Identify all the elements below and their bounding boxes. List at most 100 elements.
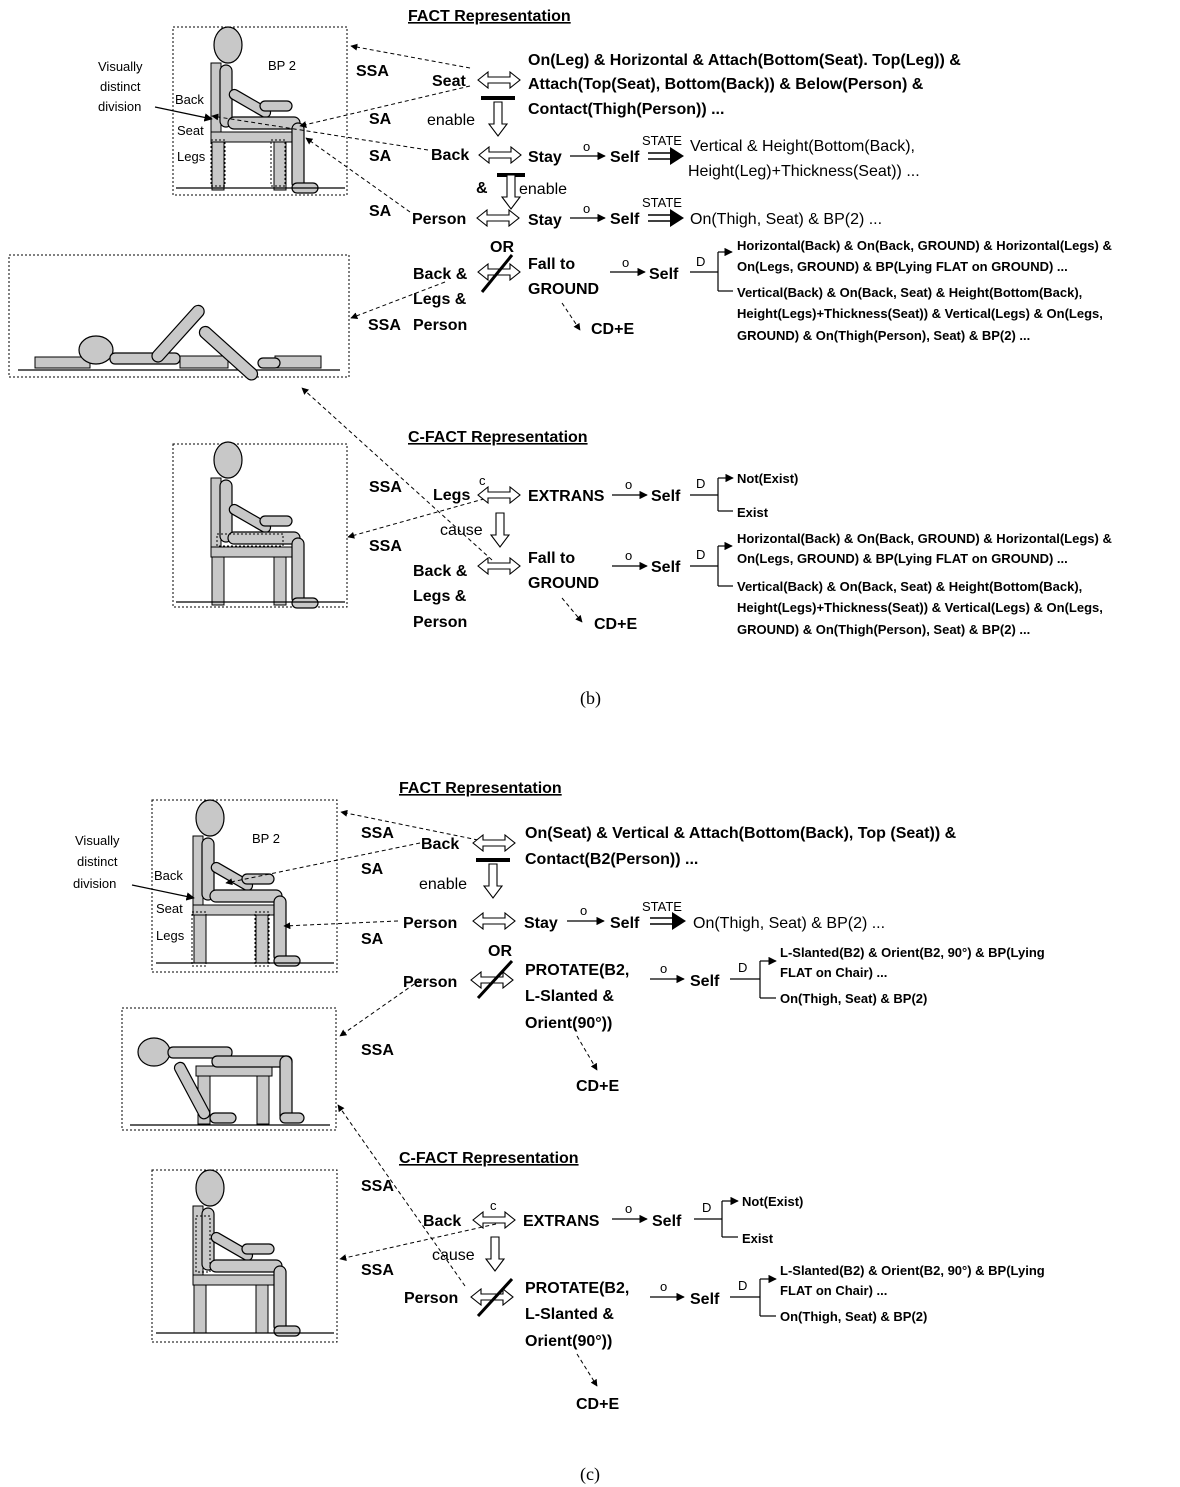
b-state-2: STATE bbox=[642, 195, 682, 210]
c-fact-back: Back bbox=[421, 836, 459, 853]
b-cfact-extrans: EXTRANS bbox=[528, 488, 605, 505]
c-c: c bbox=[490, 1198, 497, 1213]
b-c: c bbox=[479, 473, 486, 488]
b-cde-2: CD+E bbox=[594, 616, 637, 633]
b-ssa-3: SSA bbox=[369, 479, 402, 496]
b-sa-2: SA bbox=[369, 148, 392, 165]
c-ssa-1: SSA bbox=[361, 825, 394, 842]
c-fact-outcome1-1: L-Slanted(B2) & Orient(B2, 90°) & BP(Lyi… bbox=[780, 945, 1045, 960]
c-cause: cause bbox=[432, 1247, 475, 1264]
b-fact-fall-2: GROUND bbox=[528, 281, 599, 298]
b-fact-stay-2: Stay bbox=[528, 212, 562, 229]
b-ssa-2: SSA bbox=[368, 317, 401, 334]
c-fact-person2: Person bbox=[403, 974, 457, 991]
b-ssa-1: SSA bbox=[356, 63, 389, 80]
c-cfact-back: Back bbox=[423, 1213, 461, 1230]
b-fact-outcome2-3: GROUND) & On(Thigh(Person), Seat) & BP(2… bbox=[737, 328, 1030, 343]
c-o-4: o bbox=[660, 1279, 667, 1294]
c-fact-protate-1: PROTATE(B2, bbox=[525, 962, 629, 979]
c-cfact-protate-1: PROTATE(B2, bbox=[525, 1280, 629, 1297]
b-fact-self-1: Self bbox=[610, 149, 640, 166]
b-fact-seat-desc-2: Attach(Top(Seat), Bottom(Back)) & Below(… bbox=[528, 76, 924, 93]
c-fact-self-2: Self bbox=[690, 973, 720, 990]
c-cfact-outcome2: On(Thigh, Seat) & BP(2) bbox=[780, 1309, 927, 1324]
b-fact-seat-desc-1: On(Leg) & Horizontal & Attach(Bottom(Sea… bbox=[528, 52, 961, 69]
c-d-1: D bbox=[738, 960, 747, 975]
b-sa-1: SA bbox=[369, 111, 392, 128]
c-cfact-protate-3: Orient(90°)) bbox=[525, 1333, 612, 1350]
b-or: OR bbox=[490, 239, 514, 256]
c-label-visually: Visually bbox=[75, 833, 120, 848]
c-cfact-outcome1-2: FLAT on Chair) ... bbox=[780, 1283, 887, 1298]
b-fact-seat: Seat bbox=[432, 73, 466, 90]
b-cfact-self-1: Self bbox=[651, 488, 681, 505]
c-fact-protate-2: L-Slanted & bbox=[525, 988, 614, 1005]
c-label-seat: Seat bbox=[156, 901, 183, 916]
b-cfact-outcome2-3: GROUND) & On(Thigh(Person), Seat) & BP(2… bbox=[737, 622, 1030, 637]
b-label-legs: Legs bbox=[177, 149, 206, 164]
b-label-back: Back bbox=[175, 92, 204, 107]
caption-c: (c) bbox=[580, 1464, 600, 1485]
b-fig-sitting bbox=[211, 27, 318, 193]
b-label-visually: Visually bbox=[98, 59, 143, 74]
b-cfact-fall-2: GROUND bbox=[528, 575, 599, 592]
b-fact-person-state: On(Thigh, Seat) & BP(2) ... bbox=[690, 211, 882, 228]
b-sa-3: SA bbox=[369, 203, 392, 220]
b-fact-back-state-2: Height(Leg)+Thickness(Seat)) ... bbox=[688, 163, 920, 180]
b-label-distinct: distinct bbox=[100, 79, 141, 94]
b-fact-seat-desc-3: Contact(Thigh(Person)) ... bbox=[528, 101, 724, 118]
b-cause: cause bbox=[440, 522, 483, 539]
c-fact-protate-3: Orient(90°)) bbox=[525, 1015, 612, 1032]
c-cfact-self-1: Self bbox=[652, 1213, 682, 1230]
b-cde-1: CD+E bbox=[591, 321, 634, 338]
c-o-2: o bbox=[660, 961, 667, 976]
b-enable-2: enable bbox=[519, 181, 567, 198]
c-label-legs: Legs bbox=[156, 928, 185, 943]
c-state: STATE bbox=[642, 899, 682, 914]
c-cde-2: CD+E bbox=[576, 1396, 619, 1413]
c-fact-back-desc-2: Contact(B2(Person)) ... bbox=[525, 851, 698, 868]
b-o-2: o bbox=[583, 201, 590, 216]
c-cfact-heading: C-FACT Representation bbox=[399, 1150, 579, 1167]
b-amp: & bbox=[476, 180, 488, 197]
b-d-3: D bbox=[696, 547, 705, 562]
c-sa-2: SA bbox=[361, 931, 384, 948]
b-fact-group-3: Person bbox=[413, 317, 467, 334]
c-fig-cfact-sitting bbox=[193, 1170, 300, 1336]
c-ssa-4: SSA bbox=[361, 1262, 394, 1279]
c-d-3: D bbox=[738, 1278, 747, 1293]
b-fact-back: Back bbox=[431, 147, 469, 164]
b-fact-outcome2-1: Vertical(Back) & On(Back, Seat) & Height… bbox=[737, 285, 1082, 300]
c-fact-back-desc-1: On(Seat) & Vertical & Attach(Bottom(Back… bbox=[525, 825, 957, 842]
c-fact-person: Person bbox=[403, 915, 457, 932]
c-fact-heading: FACT Representation bbox=[399, 780, 562, 797]
c-o-1: o bbox=[580, 903, 587, 918]
b-o-4: o bbox=[625, 477, 632, 492]
c-fact-stay: Stay bbox=[524, 915, 558, 932]
c-fact-outcome2: On(Thigh, Seat) & BP(2) bbox=[780, 991, 927, 1006]
c-fig-lying-on-chair bbox=[130, 1038, 330, 1125]
b-cfact-outcome2-1: Vertical(Back) & On(Back, Seat) & Height… bbox=[737, 579, 1082, 594]
b-fact-person: Person bbox=[412, 211, 466, 228]
b-fact-self-3: Self bbox=[649, 266, 679, 283]
c-cfact-person: Person bbox=[404, 1290, 458, 1307]
b-d-2: D bbox=[696, 476, 705, 491]
c-fact-person-state: On(Thigh, Seat) & BP(2) ... bbox=[693, 915, 885, 932]
b-cfact-outcome1-1: Horizontal(Back) & On(Back, GROUND) & Ho… bbox=[737, 531, 1112, 546]
b-ssa-4: SSA bbox=[369, 538, 402, 555]
b-cfact-group-2: Legs & bbox=[413, 588, 467, 605]
b-label-bp2: BP 2 bbox=[268, 58, 296, 73]
c-fig-sitting bbox=[193, 800, 300, 966]
c-label-bp2: BP 2 bbox=[252, 831, 280, 846]
b-cfact-group-1: Back & bbox=[413, 563, 468, 580]
b-o-3: o bbox=[622, 255, 629, 270]
b-fig-lying bbox=[18, 303, 340, 382]
c-ssa-3: SSA bbox=[361, 1178, 394, 1195]
c-ssa-2: SSA bbox=[361, 1042, 394, 1059]
b-fig-cfact-sitting bbox=[211, 442, 318, 608]
b-fact-group-2: Legs & bbox=[413, 291, 467, 308]
b-cfact-not-exist: Not(Exist) bbox=[737, 471, 798, 486]
b-cfact-fall-1: Fall to bbox=[528, 550, 575, 567]
c-cfact-exist: Exist bbox=[742, 1231, 774, 1246]
